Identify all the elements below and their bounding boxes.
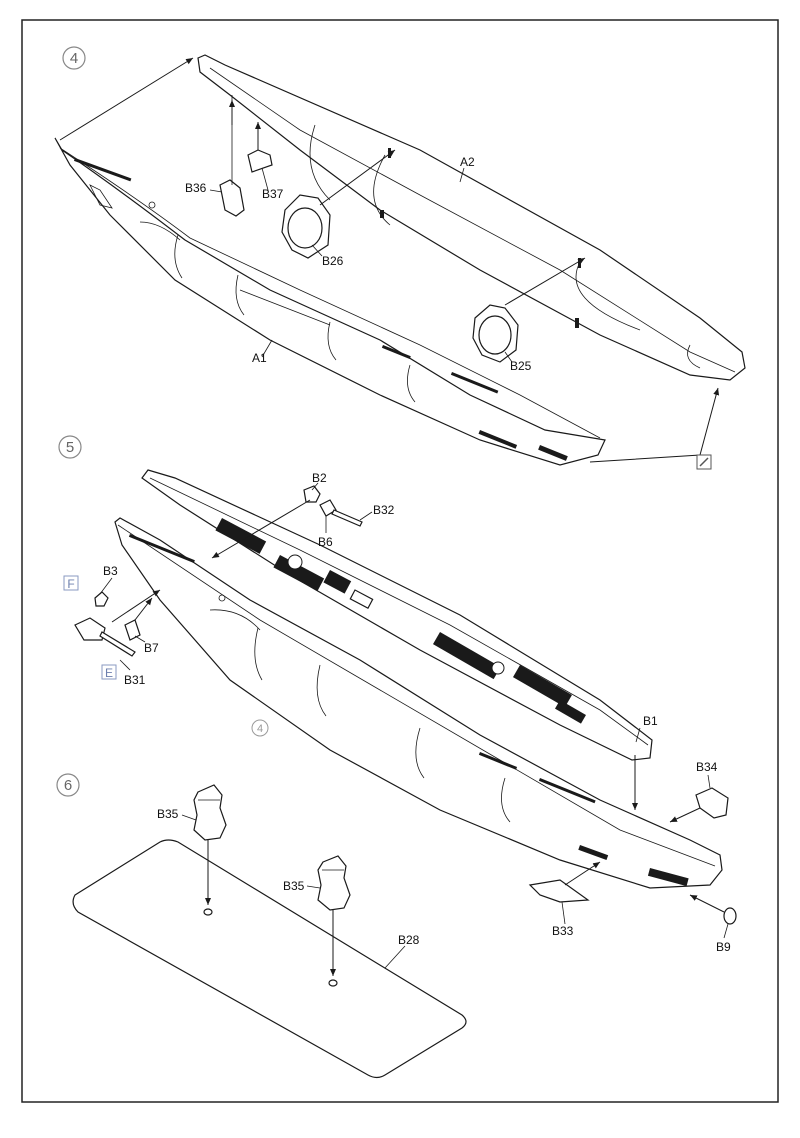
mating-arrow-stern	[589, 387, 720, 463]
part-b3	[94, 591, 109, 607]
hull-ref-number: 4	[257, 723, 263, 735]
step-6-number: 6	[64, 777, 72, 794]
stand-base-b28	[72, 839, 467, 1079]
deck-b1	[141, 469, 653, 761]
label-b1: B1	[643, 714, 658, 728]
label-b25: B25	[510, 359, 532, 373]
label-b37: B37	[262, 187, 284, 201]
part-b26	[281, 149, 396, 259]
tag-e-box	[101, 664, 117, 680]
part-b37	[247, 122, 273, 173]
label-b2: B2	[312, 471, 327, 485]
label-b9: B9	[716, 940, 731, 954]
assembled-hull	[114, 517, 723, 889]
tag-f: F	[67, 577, 74, 591]
label-b33: B33	[552, 924, 574, 938]
step-5-circle	[58, 435, 82, 459]
label-b6: B6	[318, 535, 333, 549]
base-hole-1	[203, 908, 213, 916]
step-4-number: 4	[70, 50, 78, 67]
label-b34: B34	[696, 760, 718, 774]
part-b34	[669, 787, 729, 823]
base-hole-2	[328, 979, 338, 987]
hull-half-a2	[197, 54, 746, 381]
step-6-circle	[56, 773, 80, 797]
label-b3: B3	[103, 564, 118, 578]
mating-arrow-bow	[59, 57, 194, 141]
hull-half-a1	[54, 137, 606, 466]
page-border	[21, 19, 779, 1103]
stand-cradle-b35-rear	[317, 855, 351, 976]
tag-f-box	[63, 575, 79, 591]
label-b35-front: B35	[157, 807, 179, 821]
step-6: 6 B35 B35 B28	[56, 773, 467, 1079]
label-b35-rear: B35	[283, 879, 305, 893]
part-b9	[689, 894, 737, 925]
part-b31	[74, 589, 161, 657]
label-b32: B32	[373, 503, 395, 517]
glue-icon	[696, 454, 712, 470]
label-a2: A2	[460, 155, 475, 169]
label-b26: B26	[322, 254, 344, 268]
part-b2-b6-b32	[211, 485, 363, 559]
part-b33	[528, 861, 601, 903]
label-b31: B31	[124, 673, 146, 687]
label-b36: B36	[185, 181, 207, 195]
part-b25	[472, 257, 586, 363]
step-4-circle	[62, 46, 86, 70]
label-b28: B28	[398, 933, 420, 947]
label-a1: A1	[252, 351, 267, 365]
tag-e: E	[105, 666, 113, 680]
step-5: 5	[58, 435, 737, 954]
stand-cradle-b35-front	[193, 784, 227, 905]
step-4: 4	[54, 46, 746, 470]
label-b7: B7	[144, 641, 159, 655]
hull-ref-circle	[251, 719, 269, 737]
step-5-number: 5	[66, 439, 74, 456]
part-b7	[124, 597, 153, 641]
part-b36	[219, 95, 245, 217]
